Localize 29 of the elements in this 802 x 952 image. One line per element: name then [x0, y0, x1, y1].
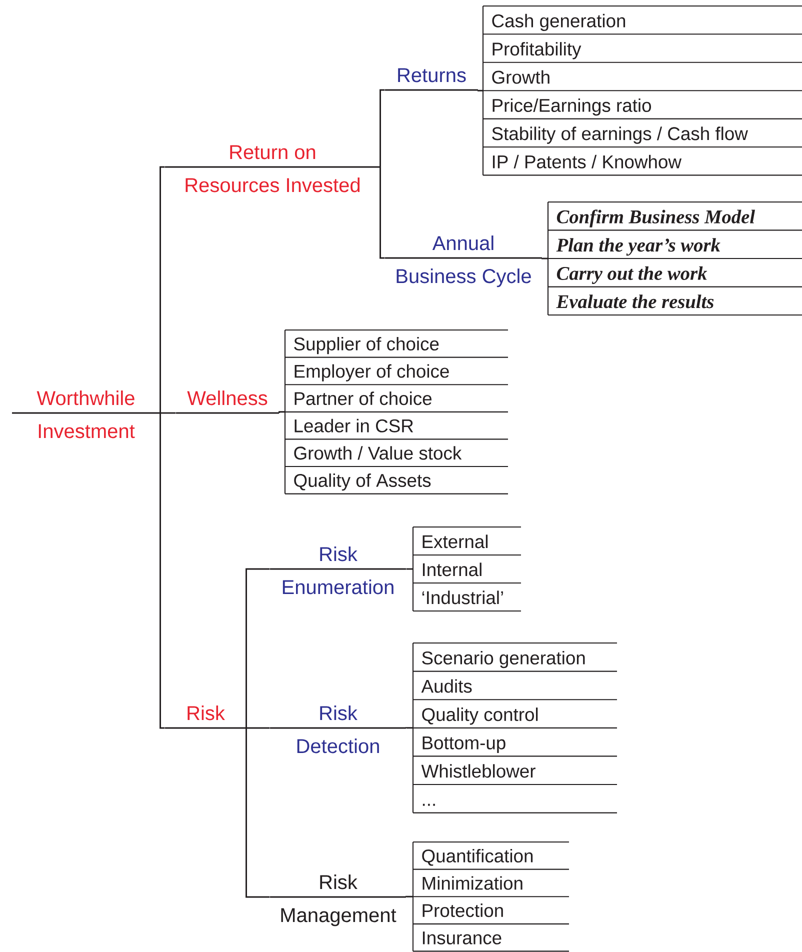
connector [246, 568, 270, 728]
item-list: Scenario generation Audits Quality control Bottom-up Whistleblower ... [412, 642, 617, 814]
connector [542, 257, 548, 260]
branch-label: Wellness [176, 390, 279, 414]
branch-label: Worthwhile Investment [12, 390, 160, 438]
item-list: Confirm Business Model Plan the year’s work Carry out the work Evaluate the results [547, 201, 802, 316]
item-list: Supplier of choice Employer of choice Partner of choice Leader in CSR Growth / Value stock Quality of Assets [284, 329, 508, 494]
connector [380, 89, 385, 167]
item-list: Cash generation Profitability Growth Price/Earnings ratio Stability of earnings / Cash flow IP / Patents / Knowhow [482, 5, 802, 176]
branch-label: Risk [165, 706, 246, 729]
connector [406, 568, 413, 570]
item-list: External Internal ‘Industrial’ [412, 526, 521, 612]
connector [406, 896, 413, 898]
connector [160, 413, 165, 729]
connector [160, 166, 165, 413]
branch-label: Returns [385, 68, 478, 91]
item-list: Quantification Minimization Protection Insurance [412, 841, 569, 952]
connector [478, 89, 483, 92]
connector [246, 727, 270, 729]
branch-label: Return on Resources Invested [165, 145, 380, 192]
connector [380, 167, 385, 259]
connector [246, 728, 270, 898]
connector [406, 727, 413, 729]
branch-label: Risk Management [270, 874, 406, 926]
branch-label: Risk Detection [270, 706, 406, 754]
branch-label: Annual Business Cycle [385, 236, 542, 288]
branch-label: Risk Enumeration [270, 546, 406, 594]
connector [160, 412, 176, 414]
connector [278, 411, 285, 414]
